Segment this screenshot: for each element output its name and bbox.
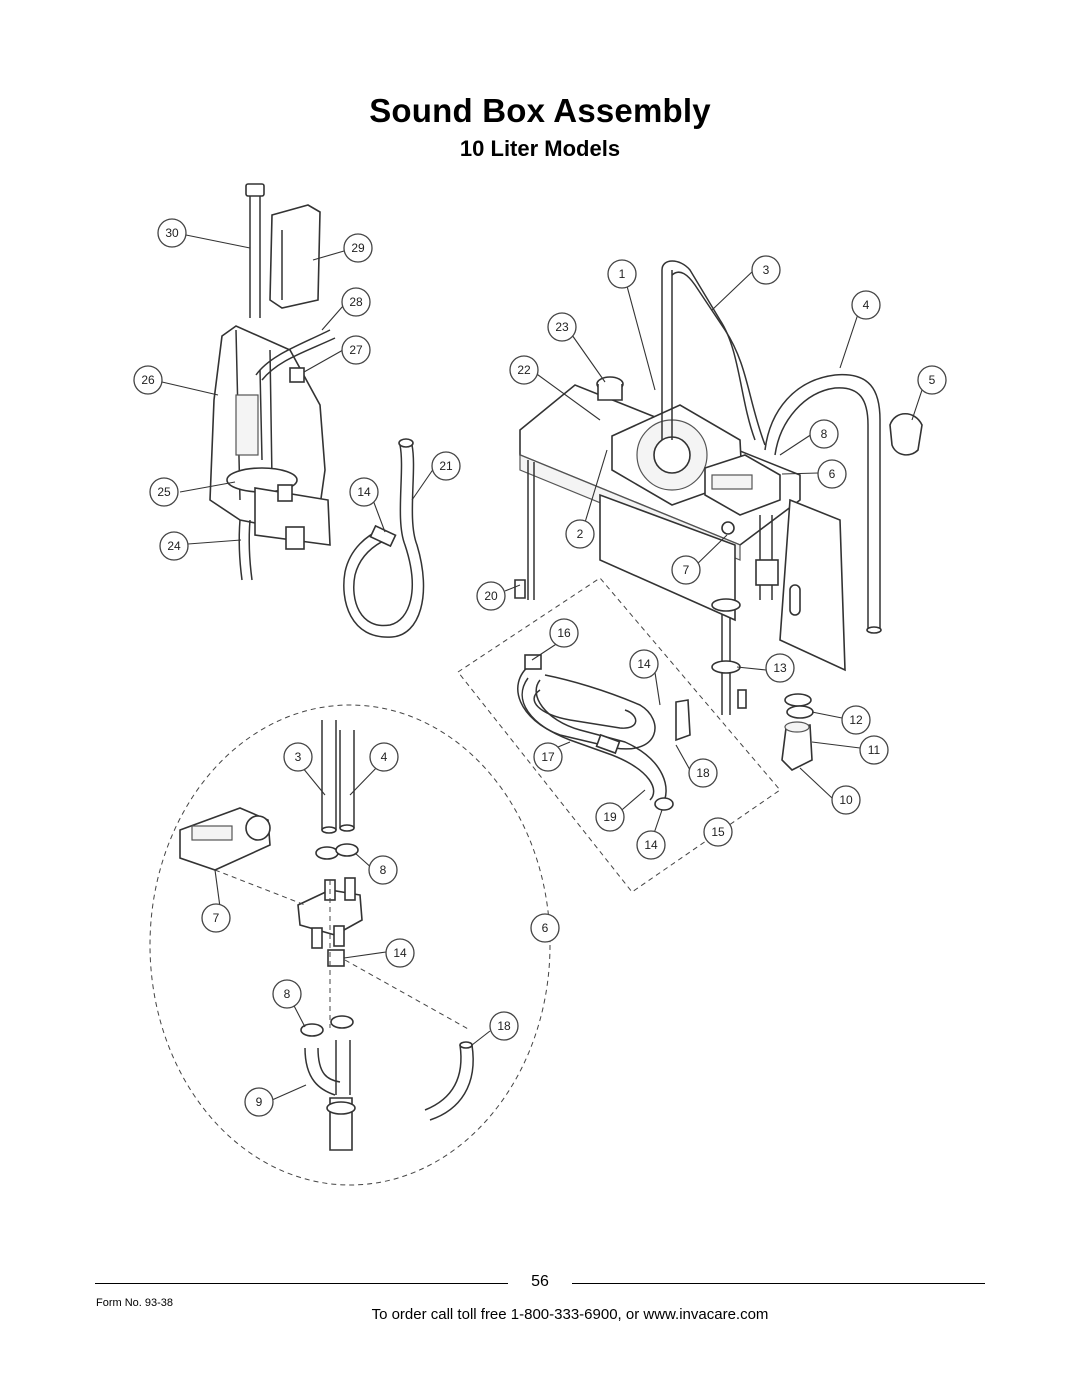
callout-9: 9: [244, 1087, 274, 1117]
svg-text:8: 8: [821, 427, 828, 441]
callout-3-b: 3: [283, 742, 313, 772]
callout-28: 28: [341, 287, 371, 317]
svg-text:12: 12: [849, 713, 863, 727]
svg-text:11: 11: [868, 743, 881, 757]
svg-text:23: 23: [555, 320, 569, 334]
callout-4-a: 4: [851, 290, 881, 320]
callout-1: 1: [607, 259, 637, 289]
svg-text:22: 22: [517, 363, 531, 377]
callout-3-a: 3: [751, 255, 781, 285]
svg-text:17: 17: [541, 750, 555, 764]
callout-23: 23: [547, 312, 577, 342]
footer-rule-left: [95, 1283, 508, 1284]
footer-rule-right: [572, 1283, 985, 1284]
callout-14-a: 14: [349, 477, 379, 507]
detail-outline-15: [457, 577, 781, 893]
svg-text:3: 3: [295, 750, 302, 764]
svg-text:6: 6: [542, 921, 549, 935]
svg-text:24: 24: [167, 539, 181, 553]
svg-text:21: 21: [439, 459, 453, 473]
callout-26: 26: [133, 365, 163, 395]
svg-text:8: 8: [380, 863, 387, 877]
callout-16: 16: [549, 618, 579, 648]
svg-text:8: 8: [284, 987, 291, 1001]
svg-text:27: 27: [349, 343, 363, 357]
order-info: To order call toll free 1-800-333-6900, …: [371, 1306, 769, 1323]
callout-15: 15: [703, 817, 733, 847]
svg-text:14: 14: [637, 657, 651, 671]
callout-7-b: 7: [201, 903, 231, 933]
svg-text:18: 18: [696, 766, 710, 780]
callout-25: 25: [149, 477, 179, 507]
svg-text:26: 26: [141, 373, 155, 387]
callout-18-b: 18: [489, 1011, 519, 1041]
page-subtitle: 10 Liter Models: [459, 136, 621, 161]
callout-8-b: 8: [368, 855, 398, 885]
page-title: Sound Box Assembly: [369, 92, 711, 129]
callout-6-a: 6: [817, 459, 847, 489]
svg-text:6: 6: [829, 467, 836, 481]
callout-13: 13: [765, 653, 795, 683]
callout-18-a: 18: [688, 758, 718, 788]
callout-14-c: 14: [636, 830, 666, 860]
callout-14-d: 14: [385, 938, 415, 968]
callout-11: 11: [859, 735, 889, 765]
sound-box-frame: [514, 260, 923, 715]
callout-5: 5: [917, 365, 947, 395]
callout-7-a: 7: [671, 555, 701, 585]
detail-ellipse: [149, 704, 551, 1186]
lower-detail-assembly: [179, 720, 474, 1151]
page-number: 56: [531, 1273, 549, 1290]
callout-14-b: 14: [629, 649, 659, 679]
svg-text:14: 14: [644, 838, 658, 852]
callout-21: 21: [431, 451, 461, 481]
svg-text:18: 18: [497, 1019, 511, 1033]
filter-10-11: [781, 693, 814, 771]
svg-text:14: 14: [357, 485, 371, 499]
svg-text:3: 3: [763, 263, 770, 277]
svg-text:7: 7: [683, 563, 690, 577]
callout-2: 2: [565, 519, 595, 549]
svg-text:13: 13: [773, 661, 787, 675]
hose-21: [343, 438, 425, 638]
svg-text:1: 1: [619, 267, 626, 281]
svg-text:15: 15: [711, 825, 725, 839]
svg-text:19: 19: [603, 810, 617, 824]
tubing-subassembly: [517, 654, 691, 811]
callout-8-c: 8: [272, 979, 302, 1009]
svg-text:30: 30: [165, 226, 179, 240]
svg-text:4: 4: [863, 298, 870, 312]
callout-4-b: 4: [369, 742, 399, 772]
callout-24: 24: [159, 531, 189, 561]
callout-29: 29: [343, 233, 373, 263]
svg-text:2: 2: [577, 527, 584, 541]
callout-12: 12: [841, 705, 871, 735]
callout-10: 10: [831, 785, 861, 815]
svg-text:9: 9: [256, 1095, 263, 1109]
callout-17: 17: [533, 742, 563, 772]
svg-text:10: 10: [839, 793, 853, 807]
callout-6-b: 6: [530, 913, 560, 943]
svg-text:28: 28: [349, 295, 363, 309]
svg-text:14: 14: [393, 946, 407, 960]
svg-text:16: 16: [557, 626, 571, 640]
svg-text:25: 25: [157, 485, 171, 499]
svg-text:20: 20: [484, 589, 498, 603]
svg-text:7: 7: [213, 911, 220, 925]
callout-27: 27: [341, 335, 371, 365]
callout-19: 19: [595, 802, 625, 832]
svg-text:5: 5: [929, 373, 936, 387]
form-number: Form No. 93-38: [96, 1297, 174, 1309]
callout-30: 30: [157, 218, 187, 248]
svg-text:29: 29: [351, 241, 365, 255]
svg-text:4: 4: [381, 750, 388, 764]
callout-22: 22: [509, 355, 539, 385]
callout-20: 20: [476, 581, 506, 611]
left-cover-assembly: [209, 183, 336, 581]
callout-8-a: 8: [809, 419, 839, 449]
